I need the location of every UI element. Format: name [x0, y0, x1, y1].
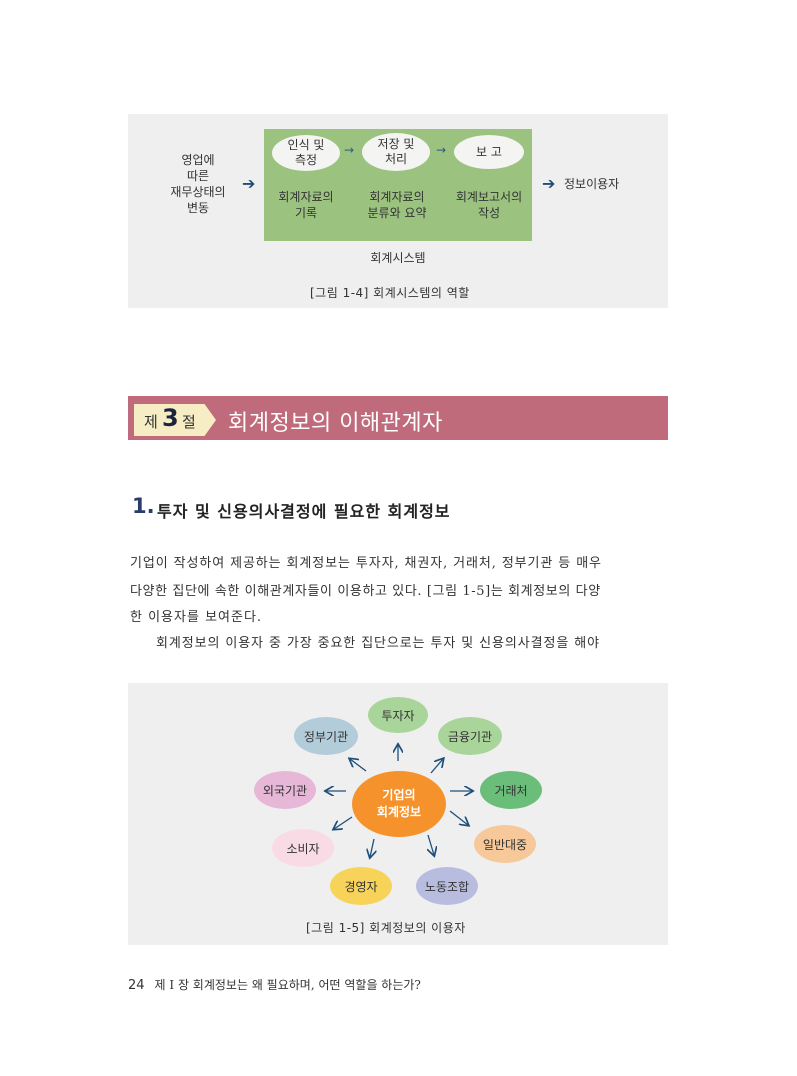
figure-caption: [그림 1-4] 회계시스템의 역할 [310, 286, 470, 300]
page-number: 24 [128, 978, 145, 993]
small-arrow-icon: → [436, 143, 447, 157]
arrow-to-government [350, 759, 367, 772]
user-foreign: 외국기관 [254, 771, 316, 809]
section-suffix: 절 [182, 413, 196, 431]
section-banner [128, 396, 668, 440]
arrows-layer [128, 683, 668, 945]
oval-report-label: 보 고 [476, 144, 502, 159]
arrow-right-icon: ➔ [542, 174, 556, 193]
system-label: 회계시스템 [370, 251, 426, 265]
user-investor: 투자자 [368, 697, 428, 733]
arrow-to-finance [430, 759, 443, 774]
user-foreign-label: 외국기관 [262, 783, 308, 798]
user-finance-label: 금융기관 [447, 729, 493, 744]
user-labor: 노동조합 [416, 867, 478, 905]
figure-accounting-system: 영업에 따른 재무상태의 변동 ➔ 인식 및 측정 → 저장 및 처리 → 보 … [128, 114, 668, 308]
body-line-4: 회계정보의 이용자 중 가장 중요한 집단으로는 투자 및 신용의사결정을 해야 [156, 636, 600, 651]
user-government: 정부기관 [294, 717, 358, 755]
center-node: 기업의 회계정보 [352, 771, 446, 837]
output-label: 정보이용자 [564, 177, 620, 191]
arrow-right-icon: ➔ [242, 174, 256, 193]
sub-label-summary: 회계자료의 분류와 요약 [367, 190, 427, 220]
heading-number: 1. [132, 494, 155, 518]
input-label: 영업에 따른 재무상태의 변동 [170, 153, 226, 215]
user-investor-label: 투자자 [381, 708, 415, 723]
oval-storage-label: 저장 및 처리 [377, 137, 415, 166]
body-line-1: 기업이 작성하여 제공하는 회계정보는 투자자, 채권자, 거래처, 정부기관 … [130, 556, 602, 571]
body-line-3: 한 이용자를 보여준다. [130, 610, 263, 625]
user-supplier: 거래처 [480, 771, 542, 809]
user-consumer-label: 소비자 [286, 841, 320, 856]
user-consumer: 소비자 [272, 829, 334, 867]
figure-info-users: 기업의 회계정보 투자자 금융기관 거래처 일반대중 노동조합 경영자 소비자 … [128, 683, 668, 945]
user-manager-label: 경영자 [344, 879, 378, 894]
page-footer: 24 제 I 장 회계정보는 왜 필요하며, 어떤 역할을 하는가? [128, 976, 421, 993]
center-label: 기업의 회계정보 [376, 788, 422, 819]
user-labor-label: 노동조합 [424, 879, 470, 894]
small-arrow-icon: → [344, 143, 355, 157]
user-government-label: 정부기관 [303, 729, 349, 744]
section-number: 3 [162, 404, 179, 432]
arrow-to-labor [428, 834, 434, 855]
figure-caption: [그림 1-5] 회계정보의 이용자 [306, 921, 466, 935]
accounting-system-box: 인식 및 측정 → 저장 및 처리 → 보 고 회계자료의 기록 회계자료의 분… [264, 129, 532, 241]
oval-recognition-label: 인식 및 측정 [287, 138, 325, 167]
user-public: 일반대중 [474, 825, 536, 863]
arrow-to-public [449, 810, 468, 825]
oval-storage: 저장 및 처리 [362, 133, 430, 171]
user-finance: 금융기관 [438, 717, 502, 755]
section-prefix: 제 [144, 413, 158, 431]
sub-label-record: 회계자료의 기록 [278, 190, 334, 220]
oval-report: 보 고 [454, 135, 524, 169]
arrow-to-consumer [334, 816, 353, 829]
oval-recognition: 인식 및 측정 [272, 135, 340, 171]
heading-text: 투자 및 신용의사결정에 필요한 회계정보 [157, 502, 451, 521]
user-public-label: 일반대중 [482, 837, 528, 852]
section-badge: 제 3 절 [134, 404, 216, 436]
body-line-2: 다양한 집단에 속한 이해관계자들이 이용하고 있다. [그림 1-5]는 회계… [130, 584, 601, 599]
user-supplier-label: 거래처 [494, 783, 528, 798]
arrow-to-manager [370, 838, 374, 857]
user-manager: 경영자 [330, 867, 392, 905]
chapter-text: 제 I 장 회계정보는 왜 필요하며, 어떤 역할을 하는가? [154, 978, 421, 992]
section-title: 회계정보의 이해관계자 [228, 411, 443, 436]
sub-label-statement: 회계보고서의 작성 [455, 190, 523, 220]
